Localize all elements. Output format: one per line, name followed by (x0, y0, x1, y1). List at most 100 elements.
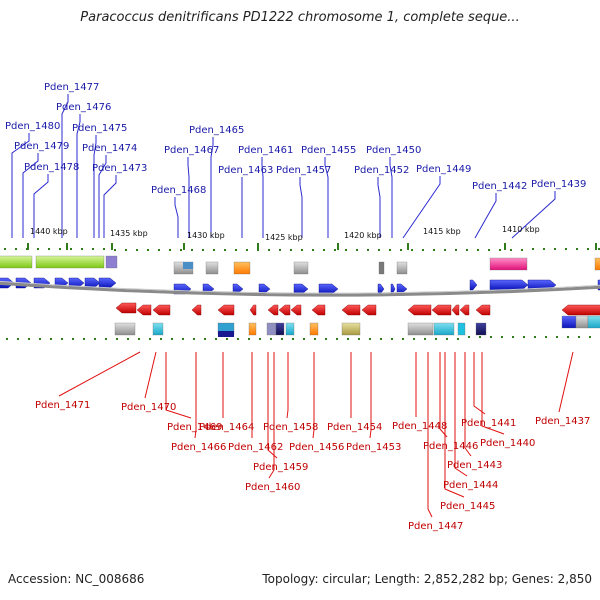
reverse-gene-label: Pden_1447 (408, 521, 463, 532)
tick-mark (367, 249, 369, 251)
tick-mark (94, 338, 96, 340)
reverse-gene-label: Pden_1464 (199, 422, 254, 433)
reverse-gene-label: Pden_1469 (167, 422, 222, 433)
tick-mark (466, 249, 468, 251)
reverse-gene-track (115, 302, 600, 316)
forward-leader-line (210, 137, 214, 238)
forward-gene-label: Pden_1449 (416, 164, 471, 175)
forward-feature-block (105, 255, 118, 269)
tick-mark (224, 249, 226, 251)
tick-mark (523, 336, 525, 338)
reverse-gene-arrow (152, 304, 171, 316)
tick-mark (171, 338, 173, 340)
tick-mark (587, 248, 589, 250)
reverse-leader-line (268, 352, 275, 479)
tick-mark (589, 336, 591, 338)
tick-mark (259, 338, 261, 340)
tick-mark (59, 248, 61, 250)
tick-mark (204, 338, 206, 340)
tick-mark (413, 338, 415, 340)
tick-mark (4, 248, 6, 250)
reverse-gene-label: Pden_1458 (263, 422, 318, 433)
tick-mark (488, 249, 490, 251)
reverse-gene-arrow (278, 304, 291, 316)
tick-mark (433, 249, 435, 251)
reverse-gene-label: Pden_1470 (121, 402, 176, 413)
major-tick (504, 243, 506, 250)
forward-leader-line (11, 133, 30, 238)
reverse-feature-block (285, 322, 295, 336)
tick-mark (543, 248, 545, 250)
tick-mark (556, 336, 558, 338)
tick-mark (402, 338, 404, 340)
tick-mark (323, 249, 325, 251)
tick-mark (270, 338, 272, 340)
tick-mark (457, 338, 459, 340)
reverse-feature-block (341, 322, 361, 336)
reverse-leader-line (312, 352, 315, 439)
forward-leader-line (511, 191, 556, 239)
reverse-gene-arrow (290, 304, 302, 316)
reverse-gene-label: Pden_1460 (245, 482, 300, 493)
tick-mark (28, 338, 30, 340)
tick-mark (435, 338, 437, 340)
tick-mark (268, 249, 270, 251)
reverse-feature-block (575, 315, 589, 329)
forward-gene-label: Pden_1465 (189, 125, 244, 136)
tick-mark (554, 248, 556, 250)
reverse-gene-arrow (311, 304, 326, 316)
major-tick (111, 243, 113, 250)
chromosome-backbone (0, 280, 600, 297)
forward-gene-arrow (377, 283, 385, 295)
forward-feature-block (183, 262, 193, 269)
reverse-gene-arrow (361, 304, 377, 316)
tick-mark (50, 338, 52, 340)
reverse-feature-block (218, 331, 234, 337)
tick-mark (389, 249, 391, 251)
forward-leader-line (261, 157, 264, 238)
forward-gene-label: Pden_1463 (218, 165, 273, 176)
tick-mark (358, 338, 360, 340)
reverse-feature-block (114, 322, 136, 336)
tick-mark (37, 248, 39, 250)
reverse-gene-arrow (249, 304, 257, 316)
tick-mark (136, 249, 138, 251)
tick-mark (72, 338, 74, 340)
reverse-gene-arrow (341, 304, 361, 316)
reverse-leader-line (454, 352, 468, 477)
tick-mark (578, 336, 580, 338)
forward-leader-line (93, 135, 97, 238)
genome-summary: Topology: circular; Length: 2,852,282 bp… (262, 572, 592, 586)
tick-mark (17, 338, 19, 340)
forward-gene-label: Pden_1455 (301, 145, 356, 156)
reverse-feature-block (457, 322, 466, 336)
tick-mark (303, 338, 305, 340)
tick-mark (213, 249, 215, 251)
reverse-gene-arrow (561, 304, 600, 316)
forward-leader-line (174, 197, 179, 238)
scale-label: 1425 kbp (265, 233, 303, 242)
reverse-gene-arrow (191, 304, 202, 316)
tick-mark (499, 249, 501, 251)
forward-leader-line (377, 177, 381, 238)
reverse-leader-line (286, 352, 289, 419)
forward-label-leaders (11, 94, 556, 239)
forward-gene-label: Pden_1468 (151, 185, 206, 196)
tick-mark (301, 249, 303, 251)
reverse-gene-label: Pden_1446 (423, 441, 478, 452)
tick-mark (138, 338, 140, 340)
tick-mark (356, 249, 358, 251)
tick-mark (180, 249, 182, 251)
scale-label: 1420 kbp (344, 231, 382, 240)
tick-mark (48, 248, 50, 250)
forward-gene-label: Pden_1439 (531, 179, 586, 190)
scale-label: 1415 kbp (423, 227, 461, 236)
forward-gene-arrow (293, 283, 309, 295)
reverse-label-leaders (58, 351, 574, 518)
reverse-gene-arrow (475, 304, 491, 316)
reverse-gene-arrow (136, 304, 152, 316)
forward-gene-label: Pden_1476 (56, 102, 111, 113)
reverse-leader-line (481, 352, 505, 435)
tick-mark (202, 249, 204, 251)
